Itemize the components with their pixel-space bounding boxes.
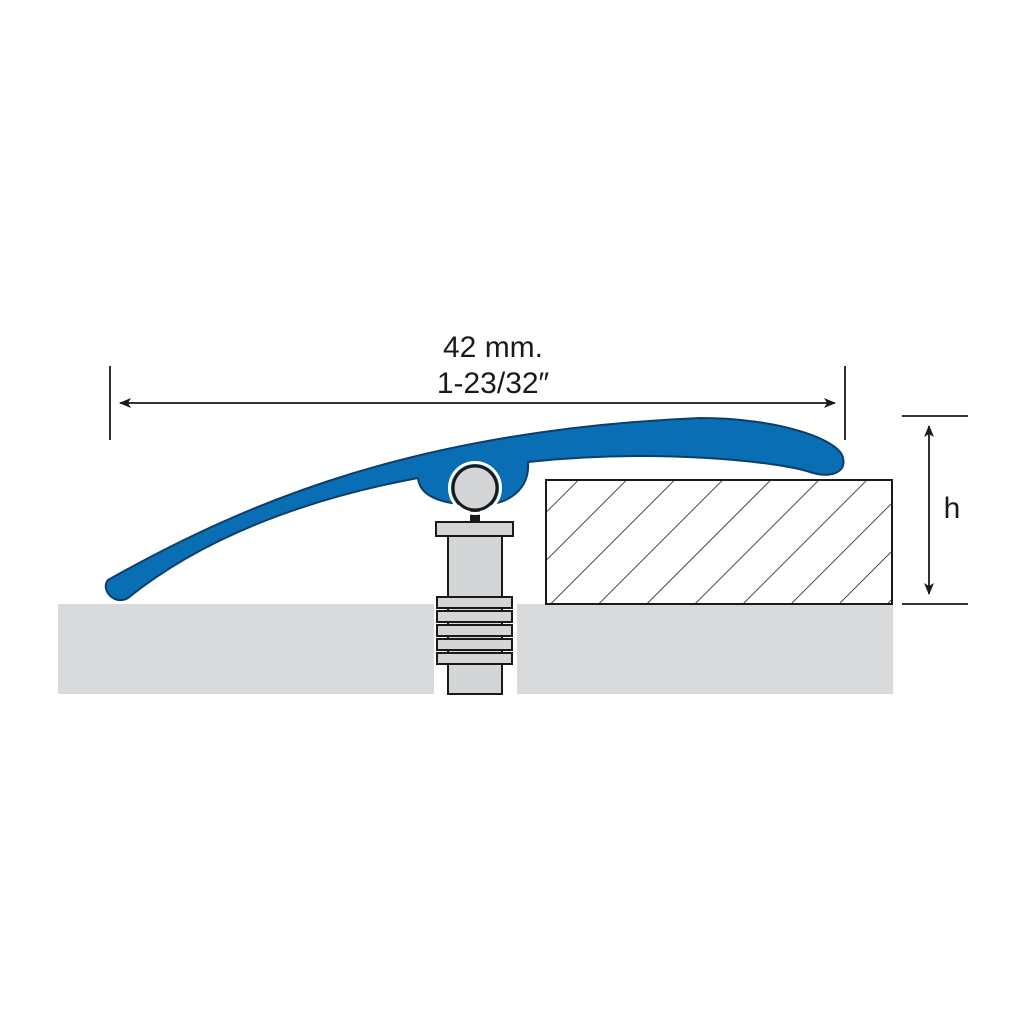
pin-ribs	[436, 596, 513, 665]
height-label: h	[944, 492, 961, 525]
height-dimension	[902, 415, 968, 605]
width-imperial-label: 1-23/32″	[437, 367, 550, 400]
pin-ball-head	[451, 464, 499, 512]
width-dimension	[109, 366, 846, 440]
width-metric-label: 42 mm.	[443, 331, 543, 364]
subfloor-left	[58, 604, 434, 694]
transition-profile	[104, 417, 845, 601]
anchor-pin	[435, 505, 514, 695]
floor-covering-block	[545, 479, 893, 605]
subfloor-right	[517, 604, 893, 694]
